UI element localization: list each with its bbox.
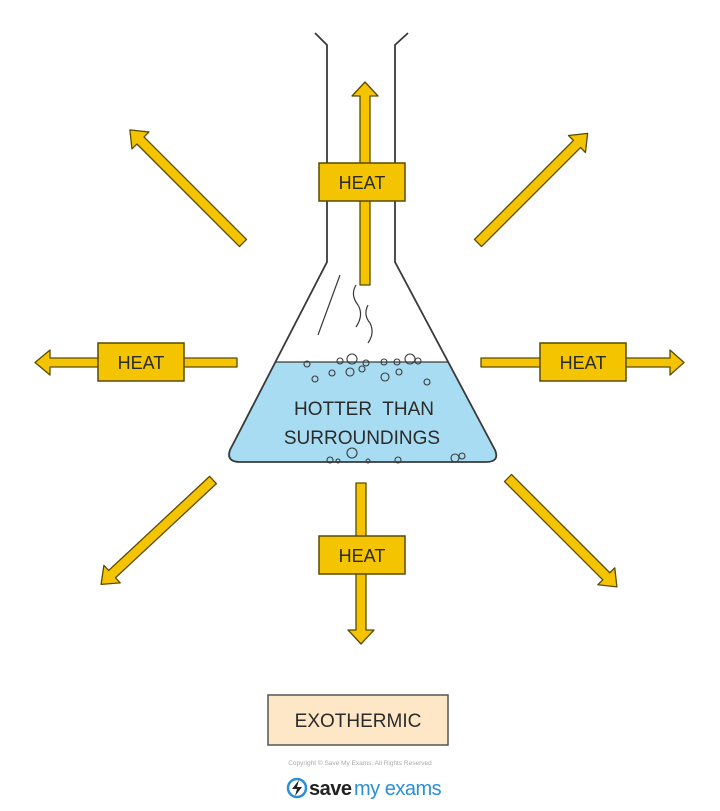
liquid-label-line2: SURROUNDINGS [284, 428, 440, 449]
liquid-label-line1: HOTTER THAN [294, 399, 434, 420]
copyright: Copyright © Save My Exams. All Rights Re… [288, 759, 432, 767]
svg-text:HEAT: HEAT [339, 546, 386, 566]
heat-label-top: HEAT [318, 162, 406, 202]
heat-arrow-upper-left [129, 129, 248, 248]
heat-label-bottom: HEAT [318, 535, 406, 575]
svg-text:HEAT: HEAT [118, 353, 165, 373]
liquid [227, 362, 498, 462]
save-my-exams-logo: save my exams [286, 777, 442, 800]
caption-box [267, 694, 449, 746]
heat-label-left: HEAT [97, 342, 185, 382]
heat-label-right: HEAT [539, 342, 627, 382]
svg-text:HEAT: HEAT [560, 353, 607, 373]
caption: EXOTHERMIC [295, 711, 422, 732]
svg-text:my exams: my exams [354, 778, 442, 800]
svg-text:save: save [309, 778, 352, 800]
heat-arrow-lower-left [100, 475, 218, 585]
heat-arrow-upper-right [473, 132, 589, 248]
svg-text:HEAT: HEAT [339, 173, 386, 193]
heat-arrow-lower-right [503, 473, 618, 588]
conical-flask [227, 32, 498, 463]
lightning-icon [286, 777, 308, 799]
bubbles [303, 353, 466, 464]
